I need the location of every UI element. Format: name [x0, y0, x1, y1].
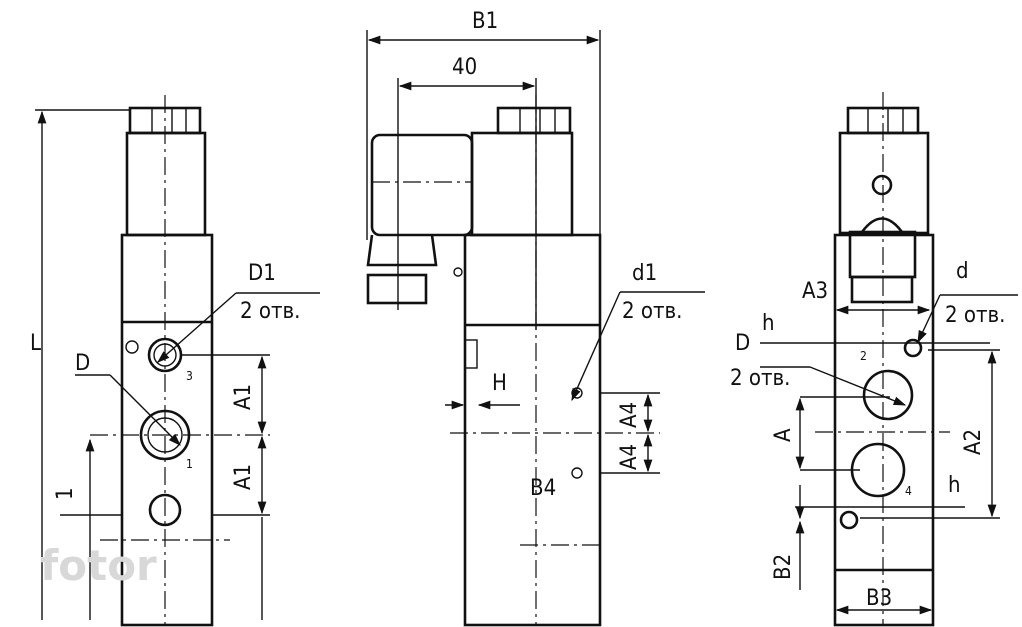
- label-D-left: D: [75, 351, 90, 376]
- label-port-1: 1: [186, 457, 193, 471]
- label-A3: A3: [802, 279, 828, 304]
- left-mount-hole: [125, 340, 139, 354]
- label-B4: B4: [530, 476, 556, 501]
- label-two-holes-right-D: 2 отв.: [730, 366, 790, 391]
- label-D-right: D: [735, 331, 750, 356]
- label-two-holes-middle: 2 отв.: [622, 299, 682, 324]
- label-B2: B2: [771, 554, 796, 580]
- label-h-upper: h: [762, 311, 775, 336]
- label-d: d: [956, 259, 969, 284]
- left-port-lower: [148, 493, 182, 527]
- label-one: 1: [53, 487, 78, 500]
- label-port-3: 3: [186, 369, 193, 383]
- label-A4-upper: A4: [617, 402, 642, 428]
- left-valve-body: [120, 233, 214, 627]
- middle-connector: [370, 133, 474, 237]
- label-port-2: 2: [860, 349, 867, 363]
- label-port-4: 4: [905, 484, 912, 498]
- label-B1: B1: [472, 9, 498, 34]
- middle-coil-body: [470, 131, 574, 237]
- label-L: L: [30, 331, 41, 356]
- label-forty: 40: [452, 55, 477, 80]
- right-valve-body: [833, 233, 935, 627]
- left-coil-body: [125, 131, 207, 237]
- label-A1-lower: A1: [231, 464, 256, 490]
- middle-view: [366, 30, 705, 627]
- label-A: A: [771, 428, 796, 442]
- watermark-logo: fotor: [40, 541, 157, 590]
- right-view: [760, 92, 1018, 627]
- label-A4-lower: A4: [617, 444, 642, 470]
- middle-valve-body: [463, 233, 602, 627]
- label-B3: B3: [866, 586, 892, 611]
- label-h-lower: h: [948, 473, 961, 498]
- label-two-holes-right-d: 2 отв.: [945, 303, 1005, 328]
- left-view: [35, 95, 320, 627]
- label-d1: d1: [632, 261, 657, 286]
- right-mount-hole-top: [903, 338, 923, 358]
- label-D1: D1: [248, 261, 276, 286]
- label-A2: A2: [961, 429, 986, 455]
- middle-cable-gland: [366, 273, 428, 305]
- label-H: H: [492, 371, 507, 396]
- middle-coil-cap: [496, 106, 572, 135]
- right-port-2: [862, 369, 914, 421]
- label-two-holes-left: 2 отв.: [240, 299, 300, 324]
- right-mount-hole-bottom: [839, 510, 859, 530]
- label-A1-upper: A1: [231, 384, 256, 410]
